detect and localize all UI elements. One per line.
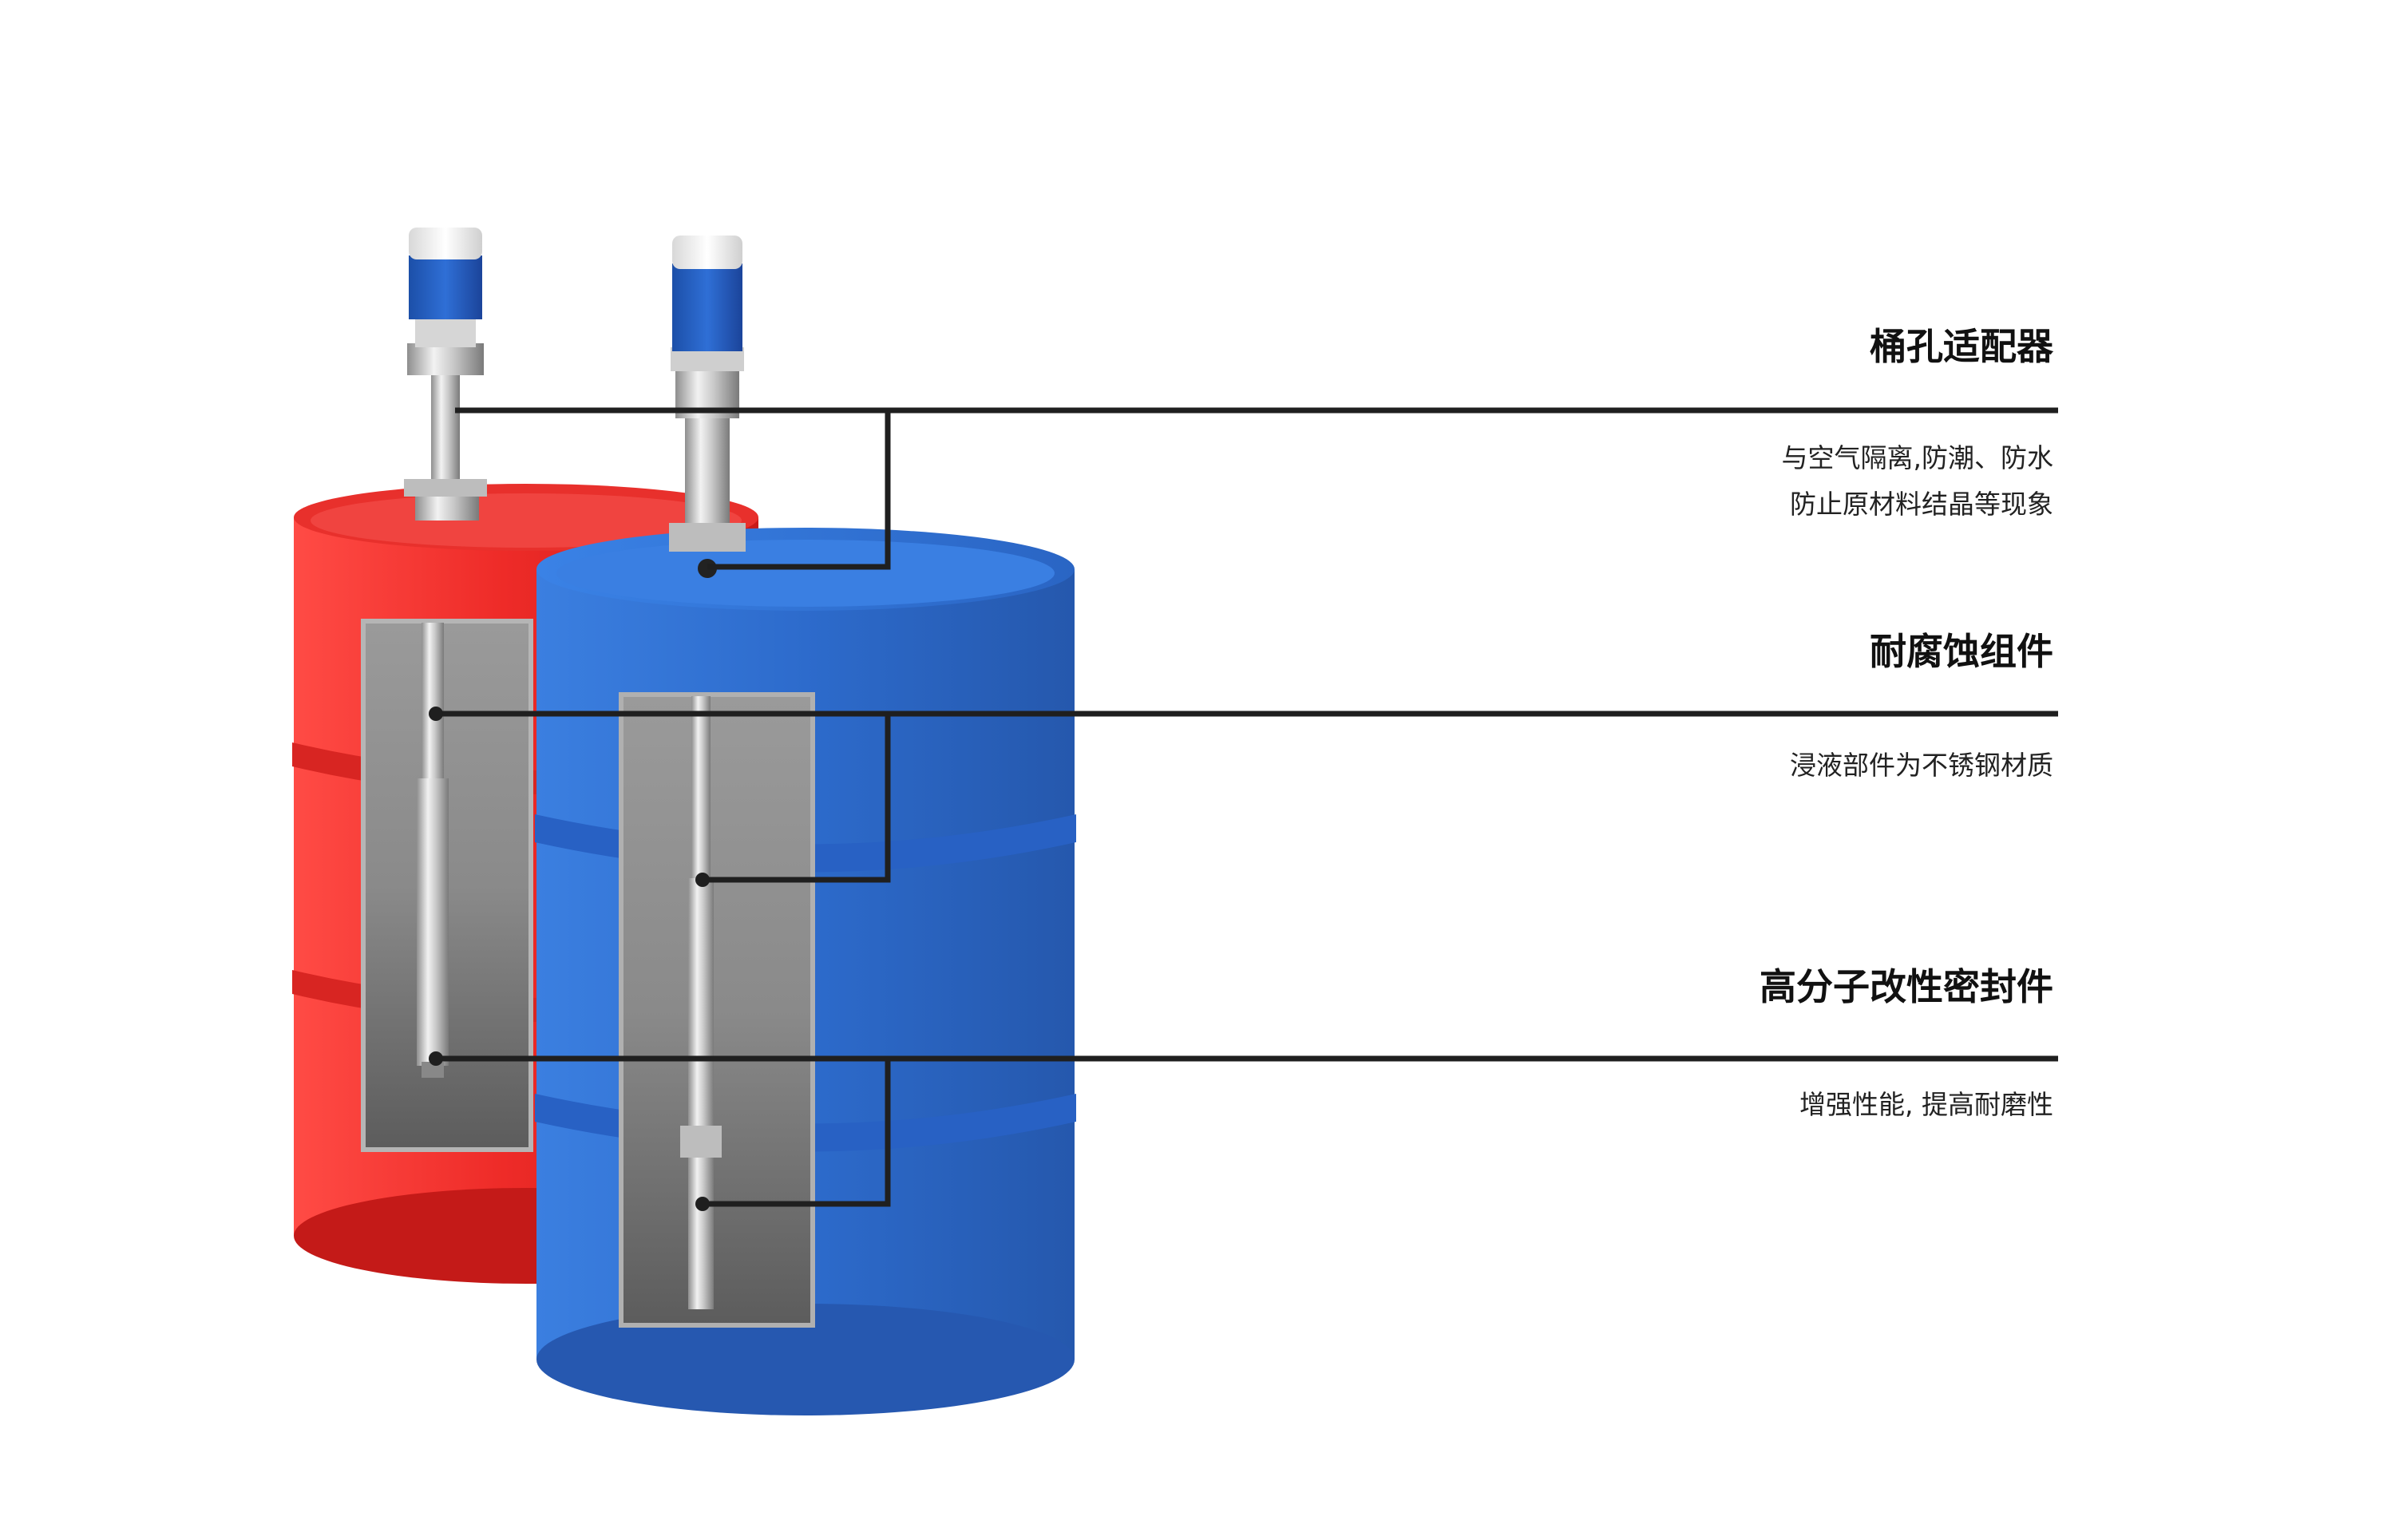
leader-line-adapter-drop: [707, 410, 891, 570]
leader-dots: [429, 707, 710, 1211]
feature-desc-adapter-line2: 防止原材料结晶等现象: [1790, 489, 2053, 520]
leader-lines: [436, 407, 2058, 1207]
blue-drum: [535, 528, 1076, 1415]
feature-title-seal: 高分子改性密封件: [1760, 965, 2053, 1008]
red-pump-head: [404, 228, 487, 521]
feature-desc-seal: 增强性能, 提高耐磨性: [1799, 1089, 2053, 1120]
blue-pump-head: [669, 236, 746, 578]
feature-desc-corrosion: 浸液部件为不锈钢材质: [1790, 750, 2053, 781]
feature-title-adapter: 桶孔适配器: [1870, 325, 2053, 368]
leader-line-corrosion-drop: [703, 714, 891, 883]
feature-title-corrosion: 耐腐蚀组件: [1870, 630, 2053, 673]
feature-desc-adapter-line1: 与空气隔离,防潮、防水: [1781, 442, 2054, 473]
leader-line-seal-drop: [703, 1059, 891, 1207]
